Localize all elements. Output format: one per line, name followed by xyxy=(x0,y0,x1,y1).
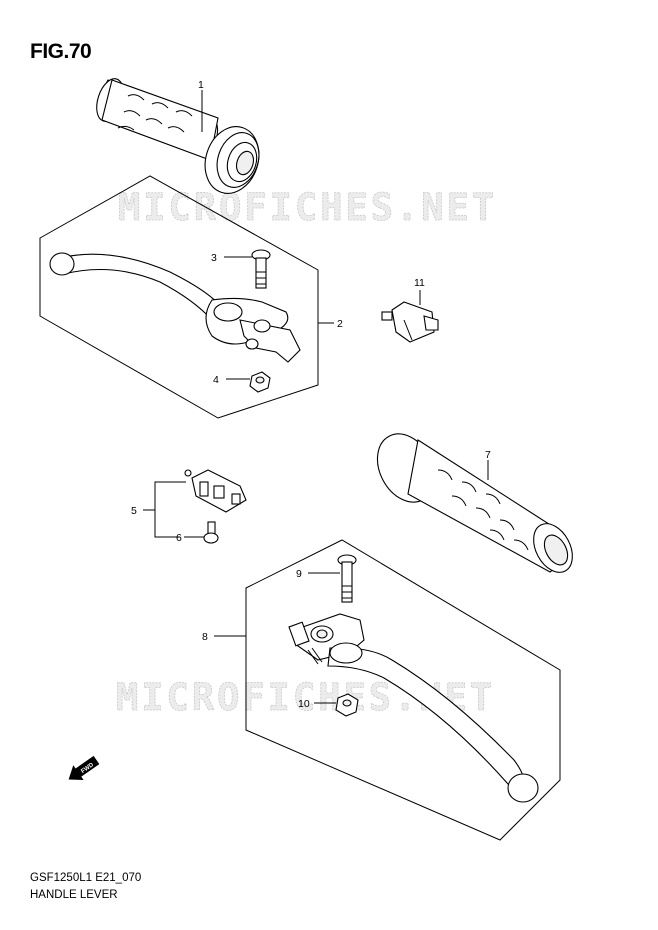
nut-bottom xyxy=(335,693,359,717)
lever-assembly-box-top xyxy=(39,175,319,419)
clutch-lever-part xyxy=(288,613,539,803)
callout-10: 10 xyxy=(298,698,310,710)
throttle-grip-part xyxy=(96,78,260,194)
callout-7: 7 xyxy=(485,449,491,461)
lever-assembly-box-bottom xyxy=(245,539,561,841)
fwd-arrow-icon: FWD xyxy=(68,755,100,780)
clutch-switch-part xyxy=(184,469,247,513)
nut-top xyxy=(249,371,271,393)
stop-switch-part xyxy=(381,301,439,343)
callout-8: 8 xyxy=(202,631,208,643)
callout-4: 4 xyxy=(213,374,219,386)
watermark-top: MICROFICHES.NET xyxy=(118,186,497,229)
figure-title: FIG.70 xyxy=(30,40,92,63)
callout-9: 9 xyxy=(296,568,302,580)
pivot-bolt-top xyxy=(251,249,271,289)
diagram-code: GSF1250L1 E21_070 xyxy=(30,872,142,884)
callout-6: 6 xyxy=(176,532,182,544)
front-brake-lever-part xyxy=(49,252,301,363)
callout-5: 5 xyxy=(131,505,137,517)
callout-1: 1 xyxy=(198,79,204,91)
left-handle-grip-part xyxy=(376,433,573,573)
callout-11: 11 xyxy=(414,277,425,289)
screw-part-6 xyxy=(203,521,219,544)
callout-3: 3 xyxy=(211,252,217,264)
diagram-name: HANDLE LEVER xyxy=(30,889,118,901)
callout-2: 2 xyxy=(337,318,343,330)
pivot-bolt-bottom xyxy=(337,554,357,603)
